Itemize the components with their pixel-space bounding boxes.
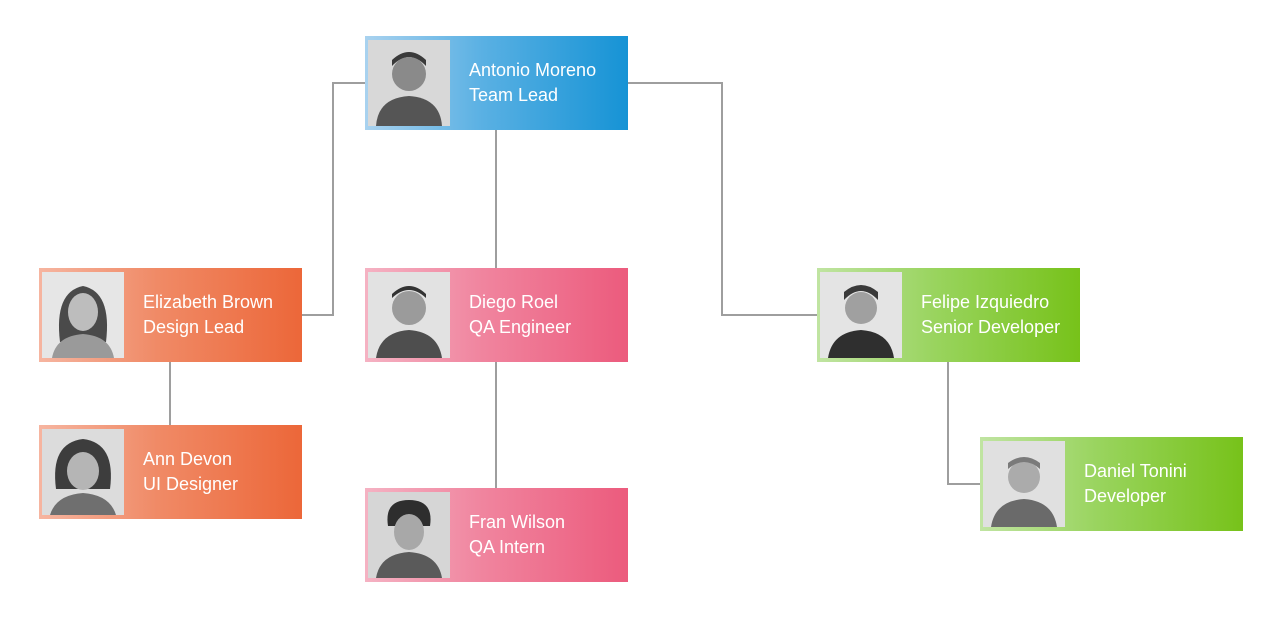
connector-antonio-felipe xyxy=(628,82,817,316)
node-diego-roel[interactable]: Diego Roel QA Engineer xyxy=(365,268,628,362)
person-photo-icon xyxy=(983,441,1065,527)
node-name: Felipe Izquiedro xyxy=(921,292,1050,312)
person-photo-icon xyxy=(368,272,450,358)
node-name: Elizabeth Brown xyxy=(143,292,274,312)
node-name: Fran Wilson xyxy=(469,512,566,532)
node-name: Diego Roel xyxy=(469,292,559,312)
person-photo-icon xyxy=(42,429,124,515)
node-elizabeth-brown[interactable]: Elizabeth Brown Design Lead xyxy=(39,268,302,362)
node-antonio-moreno[interactable]: Antonio Moreno Team Lead xyxy=(365,36,628,130)
node-title: Design Lead xyxy=(143,317,245,337)
node-name: Ann Devon xyxy=(143,449,233,469)
node-name: Daniel Tonini xyxy=(1084,461,1187,481)
person-photo-icon xyxy=(368,40,450,126)
node-title: Team Lead xyxy=(469,85,559,105)
node-title: UI Designer xyxy=(143,474,239,494)
node-title: QA Engineer xyxy=(469,317,572,337)
person-photo-icon xyxy=(820,272,902,358)
person-photo-icon xyxy=(42,272,124,358)
person-photo-icon xyxy=(368,492,450,578)
node-title: Developer xyxy=(1084,486,1167,506)
connector-felipe-daniel xyxy=(947,362,980,485)
node-daniel-tonini[interactable]: Daniel Tonini Developer xyxy=(980,437,1243,531)
connector-antonio-elizabeth xyxy=(302,82,365,316)
node-fran-wilson[interactable]: Fran Wilson QA Intern xyxy=(365,488,628,582)
node-title: QA Intern xyxy=(469,537,546,557)
node-title: Senior Developer xyxy=(921,317,1061,337)
node-felipe-izquiedro[interactable]: Felipe Izquiedro Senior Developer xyxy=(817,268,1080,362)
node-name: Antonio Moreno xyxy=(469,60,597,80)
node-ann-devon[interactable]: Ann Devon UI Designer xyxy=(39,425,302,519)
